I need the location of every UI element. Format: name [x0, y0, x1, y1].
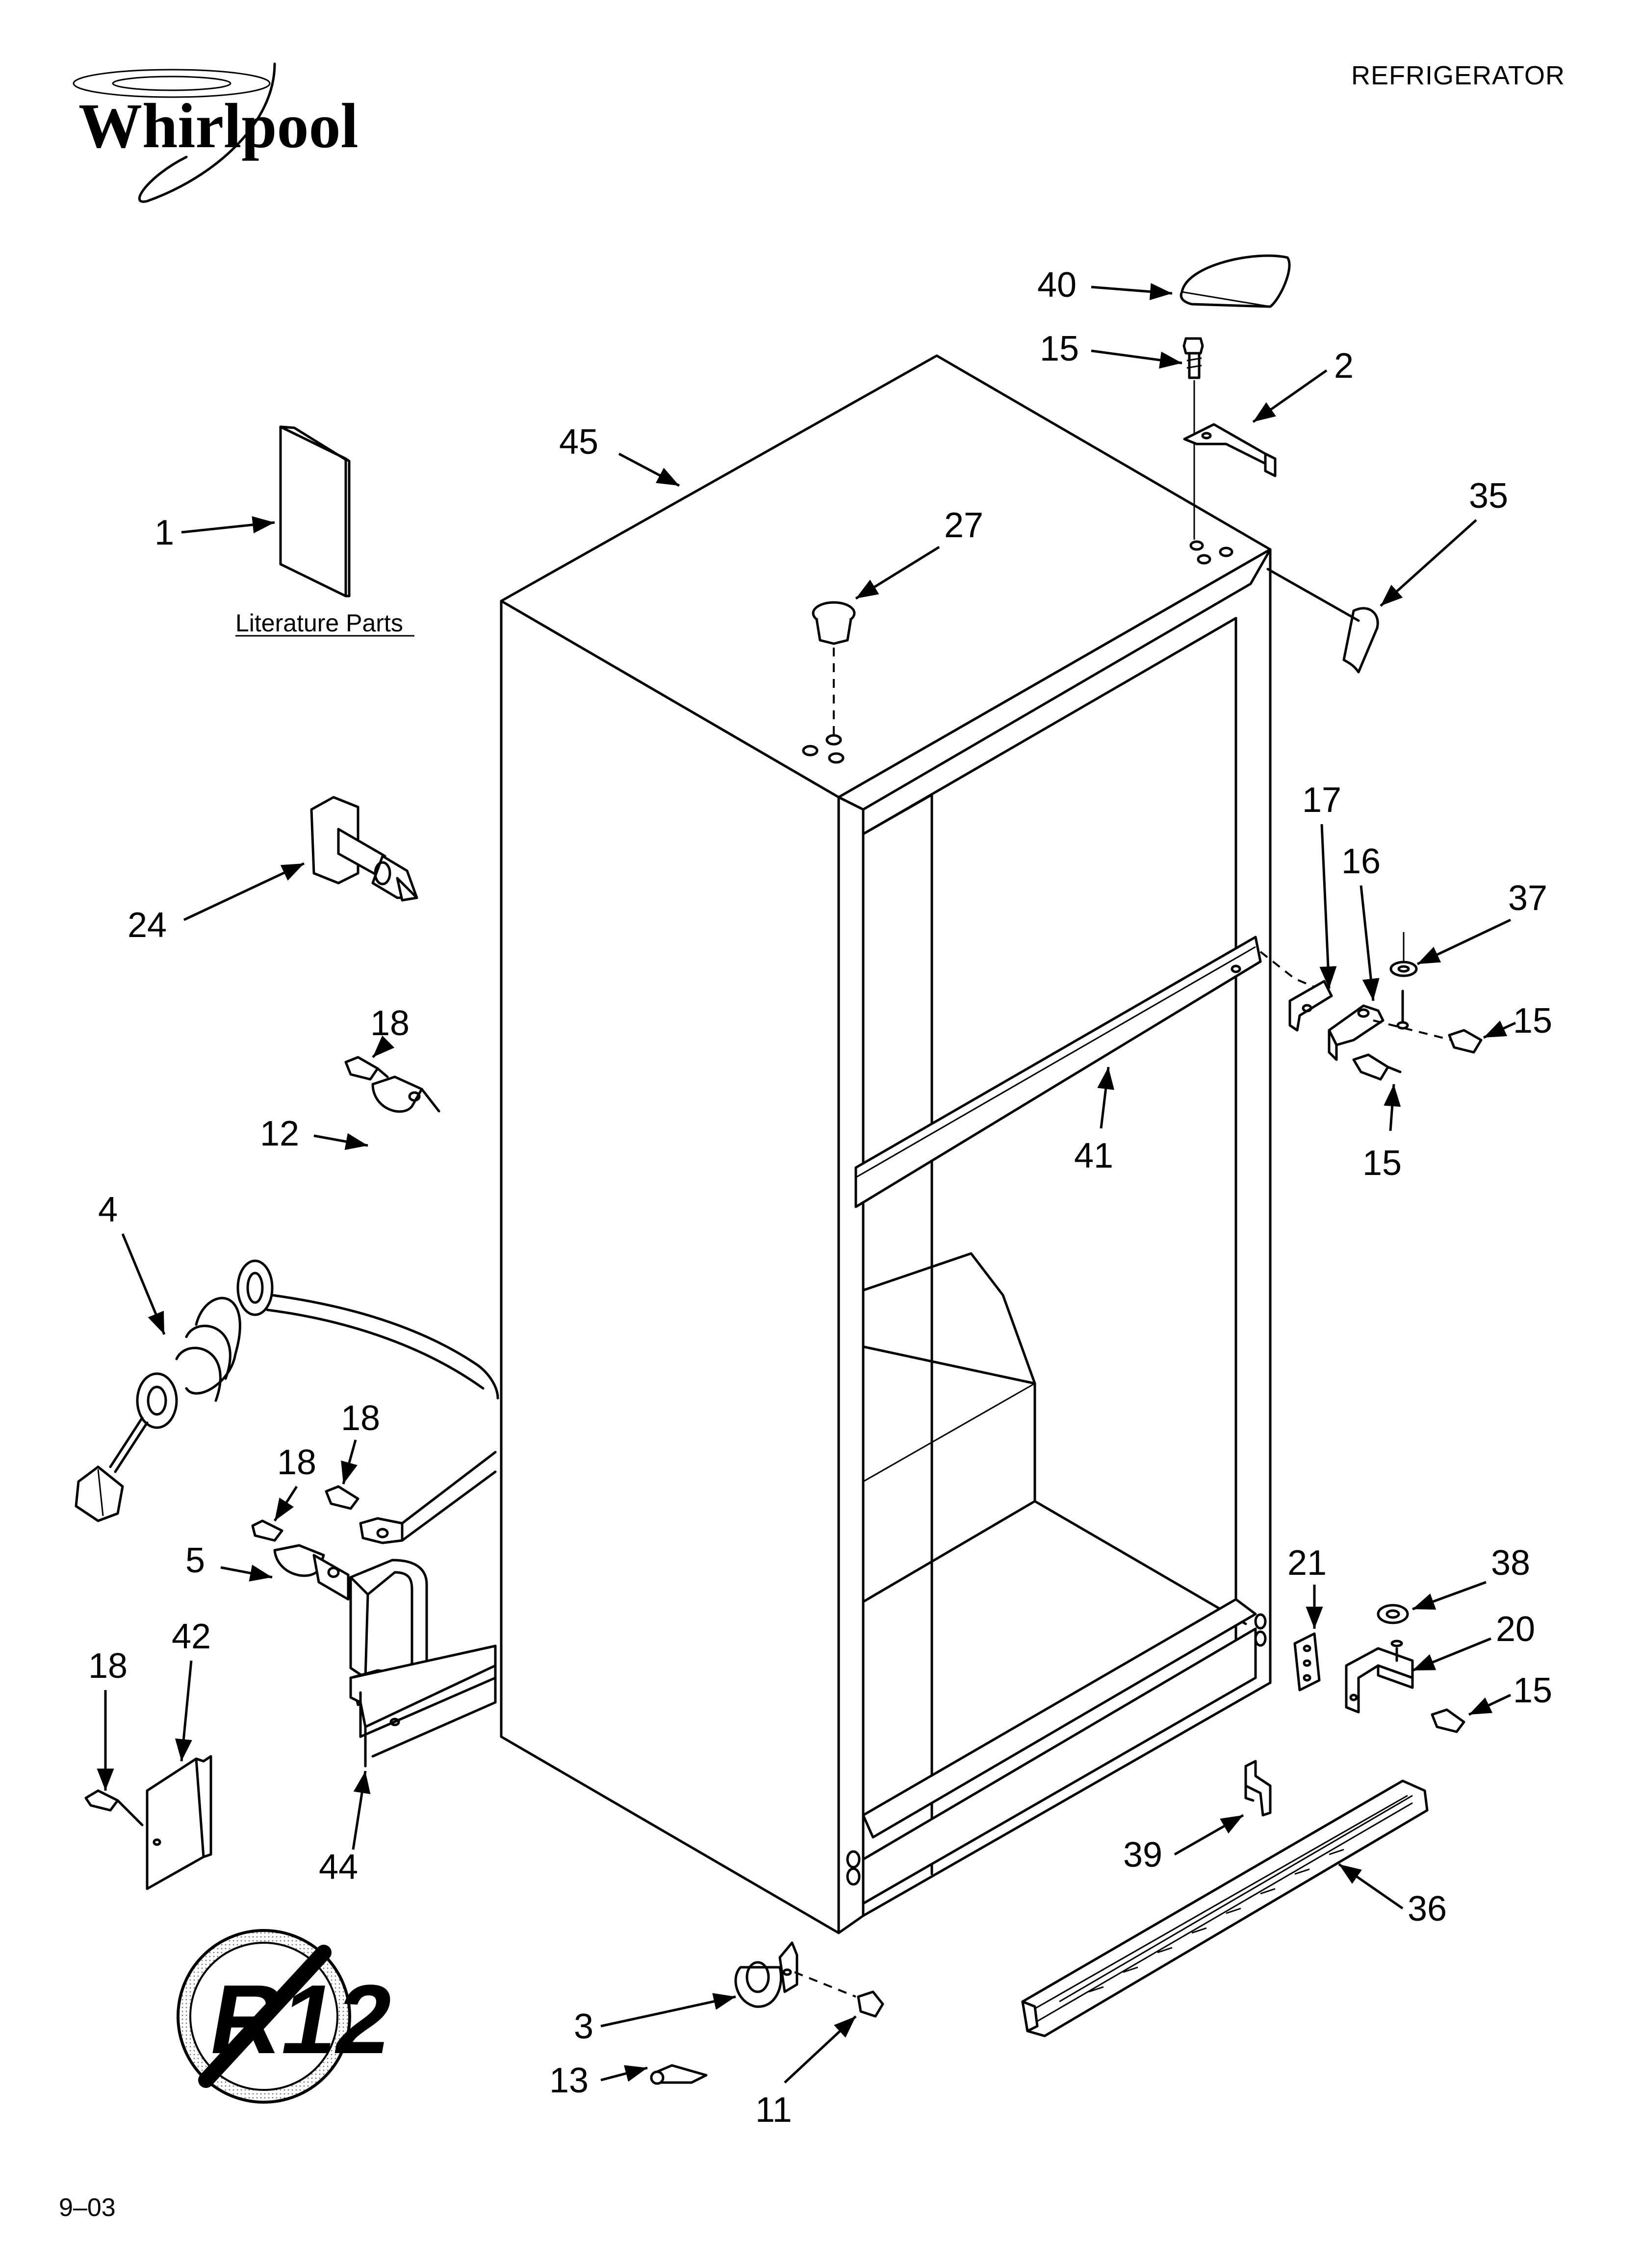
callout-15-right: 15: [1513, 1001, 1552, 1041]
callout-3: 3: [574, 2007, 593, 2046]
callout-16: 16: [1341, 842, 1381, 881]
top-plug-button: [812, 601, 856, 736]
callout-21: 21: [1287, 1543, 1327, 1583]
callout-27: 27: [944, 506, 983, 545]
callout-37: 37: [1508, 879, 1547, 918]
brand-wordmark: Whirlpool: [78, 91, 359, 161]
callout-38: 38: [1491, 1543, 1530, 1583]
callout-36: 36: [1408, 1889, 1447, 1929]
base-grille: [1021, 1779, 1429, 2037]
callout-15-lower: 15: [1513, 1671, 1552, 1710]
power-cord: [75, 1259, 499, 1522]
lower-cord-clamp: [251, 1451, 497, 1601]
access-panel: [84, 1755, 212, 1890]
callout-15-center: 15: [1362, 1144, 1402, 1183]
literature-caption: Literature Parts: [235, 609, 403, 637]
callout-20: 20: [1496, 1610, 1535, 1649]
door-stop-bushing: [310, 796, 418, 902]
callout-24: 24: [128, 906, 167, 945]
callout-18-mid: 18: [341, 1399, 380, 1438]
lower-hinge-assembly: [1293, 1604, 1465, 1733]
callout-13: 13: [549, 2061, 589, 2100]
divider-rail: [854, 936, 1262, 1208]
brand-logo: Whirlpool: [73, 62, 359, 203]
callout-15-top: 15: [1040, 329, 1079, 368]
callout-40: 40: [1037, 265, 1077, 305]
callout-5: 5: [185, 1541, 205, 1580]
callout-18-upper: 18: [370, 1004, 410, 1043]
callout-18-panel: 18: [88, 1646, 128, 1686]
no-r12-badge: R12: [177, 1929, 402, 2104]
center-hinge-assembly: [1259, 932, 1483, 1081]
hinge-cap: [1266, 568, 1379, 674]
literature-parts-booklet: [279, 425, 351, 598]
date-code: 9–03: [59, 2193, 116, 2222]
rear-access-bracket: [349, 1559, 497, 1768]
category-label: REFRIGERATOR: [1351, 61, 1565, 90]
callout-45: 45: [559, 422, 598, 462]
refrigerator-cabinet: [500, 354, 1272, 1934]
callout-18-lower: 18: [277, 1443, 316, 1482]
callout-17: 17: [1302, 781, 1341, 820]
top-hinge-cover: [1180, 254, 1291, 308]
top-hinge: [1183, 423, 1277, 477]
cord-clamp-upper: [344, 1056, 440, 1113]
roller-leveler: [650, 1941, 884, 2085]
callout-11: 11: [755, 2090, 792, 2130]
callout-41: 41: [1074, 1136, 1113, 1175]
callout-1: 1: [154, 513, 174, 552]
callouts: 40 15 2 45 35 1 27 17 16 37 24 18 15 12 …: [88, 265, 1552, 2130]
top-hinge-screw: [1182, 337, 1204, 540]
callout-2: 2: [1334, 346, 1354, 386]
callout-44: 44: [319, 1848, 358, 1887]
callout-12: 12: [260, 1114, 299, 1153]
callout-39: 39: [1123, 1835, 1162, 1875]
callout-4: 4: [98, 1190, 118, 1229]
callout-42: 42: [172, 1617, 211, 1656]
callout-35: 35: [1469, 476, 1508, 516]
grille-clip: [1244, 1760, 1272, 1817]
